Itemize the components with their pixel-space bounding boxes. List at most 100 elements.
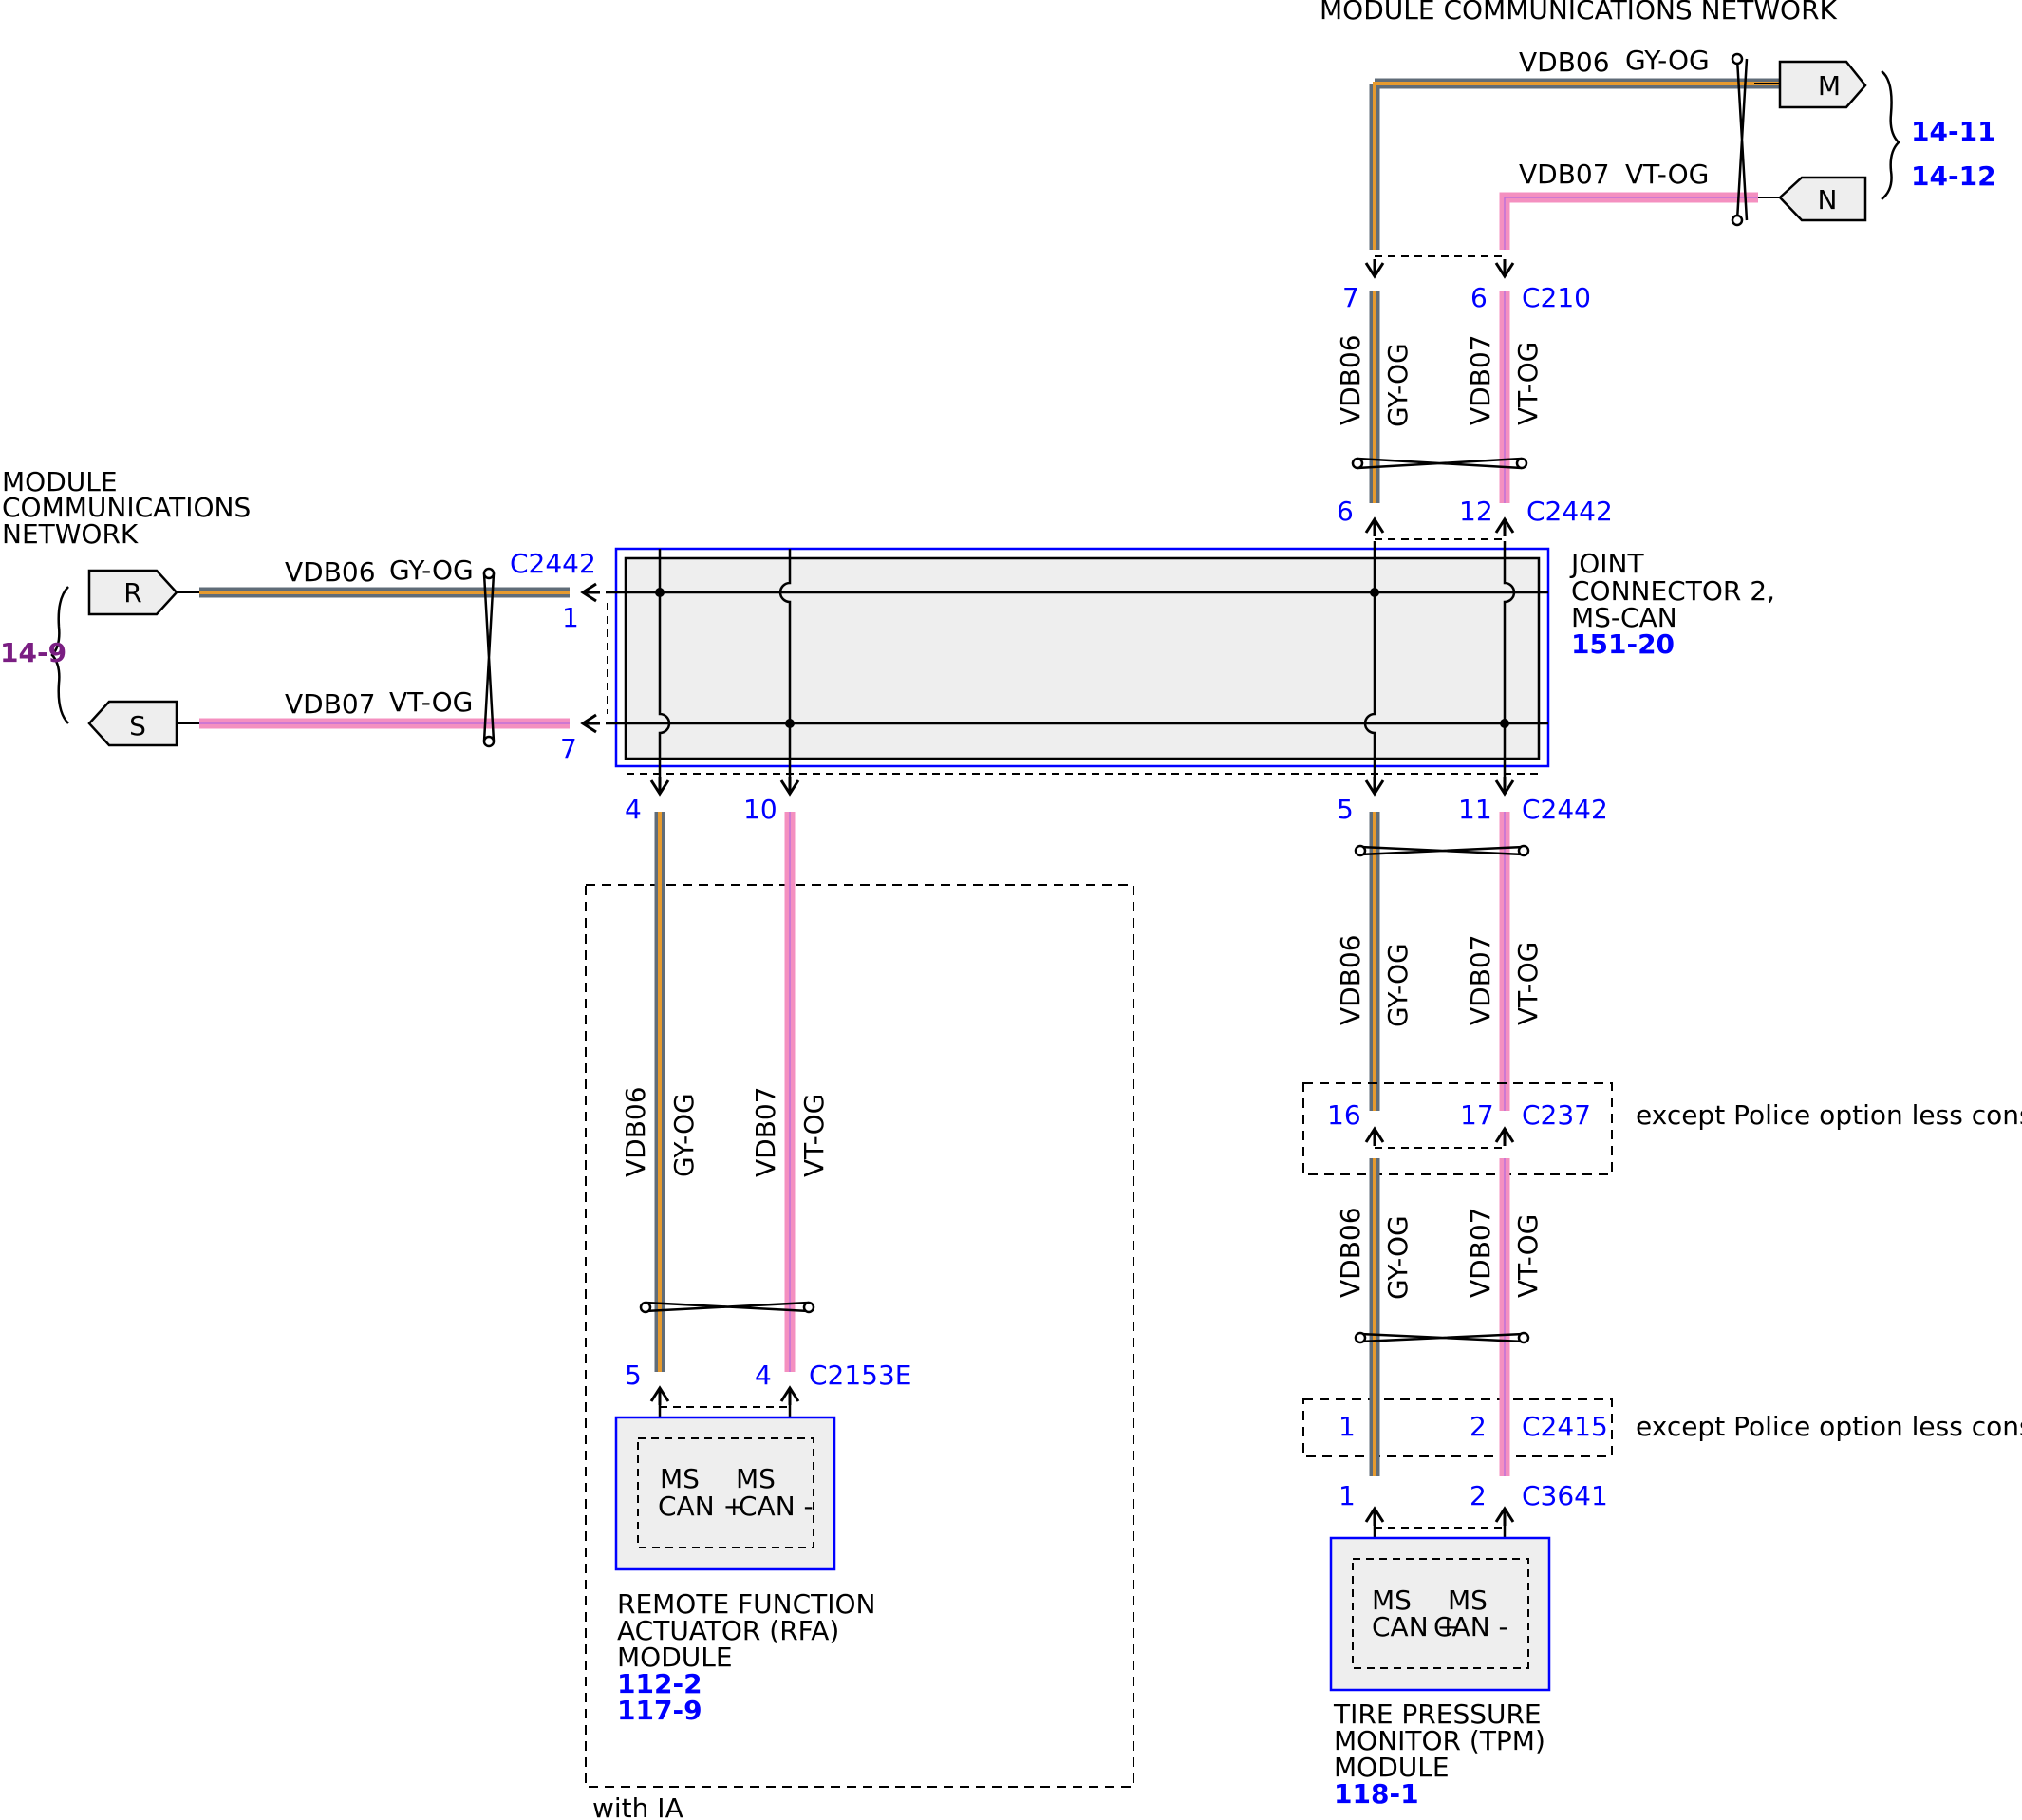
pin-c2153e-5: 5 <box>625 1360 642 1391</box>
label-vdb07-tpm-b: VDB07 <box>1465 1207 1496 1298</box>
twisted-pair-top <box>1735 58 1749 221</box>
page-ref-151-20: 151-20 <box>1571 629 1675 660</box>
svg-text:COMMUNICATIONS: COMMUNICATIONS <box>2 492 251 523</box>
connector-c3641: C3641 <box>1522 1480 1608 1511</box>
pin-c3641-2: 2 <box>1470 1480 1487 1511</box>
pin-c2442-6: 6 <box>1337 496 1354 527</box>
option-box-c2415 <box>1302 1398 1613 1457</box>
joint-connector-body <box>624 556 1541 760</box>
label-gyog-v1: GY-OG <box>1382 343 1414 427</box>
svg-text:MS: MS <box>1448 1585 1488 1616</box>
svg-text:CAN +: CAN + <box>658 1491 745 1522</box>
svg-text:NETWORK: NETWORK <box>2 518 139 550</box>
pin-c2153e-4: 4 <box>755 1360 772 1391</box>
pin-c2442-5: 5 <box>1337 794 1354 825</box>
svg-text:CAN -: CAN - <box>739 1491 814 1522</box>
svg-text:R: R <box>123 577 141 609</box>
svg-text:CAN -: CAN - <box>1433 1611 1508 1642</box>
label-vtog-rfa: VT-OG <box>798 1094 830 1177</box>
label-vdb06-v1: VDB06 <box>1335 334 1366 425</box>
pin-c2442-4: 4 <box>625 794 642 825</box>
tpm-module-label: TIRE PRESSURE MONITOR (TPM) MODULE 118-1 <box>1333 1698 1545 1810</box>
svg-text:S: S <box>129 710 146 741</box>
label-vtog-left: VT-OG <box>389 686 473 718</box>
rfa-module-label: REMOTE FUNCTION ACTUATOR (RFA) MODULE 11… <box>617 1588 875 1726</box>
off-page-connector-r: R <box>87 569 178 616</box>
twisted-pair-left <box>482 572 496 742</box>
svg-text:MODULE: MODULE <box>2 466 118 497</box>
label-vdb07-tpm-a: VDB07 <box>1465 934 1496 1025</box>
twisted-pair-tpm-b <box>1359 1332 1525 1343</box>
label-vdb07-v1: VDB07 <box>1465 334 1496 425</box>
rfa-module: MS CAN + MS CAN - <box>614 1416 836 1571</box>
pin-c3641-1: 1 <box>1339 1480 1356 1511</box>
label-vdb06-top: VDB06 <box>1519 47 1610 78</box>
pin-c2442-1: 1 <box>562 602 579 633</box>
svg-text:JOINT: JOINT <box>1569 548 1645 579</box>
page-ref-112-2: 112-2 <box>617 1668 702 1699</box>
off-page-connector-s: S <box>87 700 178 747</box>
svg-text:REMOTE FUNCTION: REMOTE FUNCTION <box>617 1588 875 1620</box>
svg-text:MS: MS <box>1372 1585 1412 1616</box>
page-ref-14-9: 14-9 <box>0 637 66 668</box>
label-gyog-top: GY-OG <box>1625 45 1710 76</box>
option-note-c237: except Police option less console <box>1636 1099 2022 1131</box>
connector-c2415: C2415 <box>1522 1411 1608 1442</box>
svg-text:MODULE: MODULE <box>617 1642 733 1673</box>
off-page-connector-m: M <box>1778 60 1867 109</box>
brace-top <box>1881 70 1900 200</box>
pin-c2442-11: 11 <box>1458 794 1492 825</box>
label-vdb07-rfa: VDB07 <box>750 1086 781 1177</box>
svg-text:CONNECTOR 2,: CONNECTOR 2, <box>1571 575 1775 607</box>
svg-text:TIRE PRESSURE: TIRE PRESSURE <box>1333 1698 1542 1730</box>
label-vdb07-left: VDB07 <box>285 688 376 720</box>
connector-c210: C210 <box>1522 282 1591 313</box>
joint-connector-label: JOINT CONNECTOR 2, MS-CAN 151-20 <box>1569 548 1775 660</box>
option-box-c237 <box>1302 1082 1613 1175</box>
label-gyog-tpm-b: GY-OG <box>1382 1215 1414 1300</box>
label-gyog-tpm-a: GY-OG <box>1382 943 1414 1027</box>
svg-text:CAN +: CAN + <box>1372 1611 1459 1642</box>
label-vtog-tpm-b: VT-OG <box>1512 1214 1544 1298</box>
pin-c210-7: 7 <box>1342 282 1359 313</box>
twisted-pair-tpm-a <box>1359 845 1525 856</box>
option-note-c2415: except Police option less console <box>1636 1411 2022 1442</box>
label-vtog-v1: VT-OG <box>1512 342 1544 425</box>
label-vdb06-left: VDB06 <box>285 556 376 588</box>
svg-text:MS: MS <box>660 1463 700 1494</box>
connector-c2153e: C2153E <box>809 1360 912 1391</box>
wire-vdb07-top <box>1499 192 1758 250</box>
twisted-pair-v1 <box>1357 457 1523 470</box>
pin-c2442-10: 10 <box>743 794 777 825</box>
network-label-top: MODULE COMMUNICATIONS NETWORK <box>1320 0 1838 26</box>
pin-c237-17: 17 <box>1460 1099 1494 1131</box>
twisted-pair-rfa <box>645 1301 810 1313</box>
label-vdb06-tpm-a: VDB06 <box>1335 934 1366 1025</box>
page-ref-117-9: 117-9 <box>617 1695 702 1726</box>
connector-c2442-left: C2442 <box>510 548 596 579</box>
connector-c2442-bottom: C2442 <box>1522 794 1608 825</box>
connector-c2442-top: C2442 <box>1526 496 1613 527</box>
svg-text:MODULE: MODULE <box>1334 1752 1450 1783</box>
label-vdb07-top: VDB07 <box>1519 159 1610 190</box>
network-label-left: MODULE COMMUNICATIONS NETWORK <box>2 466 251 550</box>
label-gyog-left: GY-OG <box>389 554 474 586</box>
pin-c2442-7: 7 <box>560 733 577 764</box>
brace-left <box>50 586 69 724</box>
label-vtog-top: VT-OG <box>1625 159 1709 190</box>
page-ref-14-11: 14-11 <box>1911 116 1996 147</box>
label-vdb06-tpm-b: VDB06 <box>1335 1207 1366 1298</box>
off-page-connector-n: N <box>1778 176 1867 222</box>
pin-c2415-2: 2 <box>1470 1411 1487 1442</box>
svg-text:N: N <box>1818 184 1838 216</box>
svg-text:MS-CAN: MS-CAN <box>1571 602 1677 633</box>
tpm-module: MS CAN + MS CAN - <box>1329 1536 1551 1692</box>
pin-c2442-12: 12 <box>1459 496 1493 527</box>
label-gyog-rfa: GY-OG <box>668 1093 700 1177</box>
pin-c2415-1: 1 <box>1339 1411 1356 1442</box>
page-ref-14-12: 14-12 <box>1911 160 1996 192</box>
pin-c210-6: 6 <box>1470 282 1488 313</box>
label-vdb06-rfa: VDB06 <box>620 1086 651 1177</box>
pin-c237-16: 16 <box>1327 1099 1361 1131</box>
